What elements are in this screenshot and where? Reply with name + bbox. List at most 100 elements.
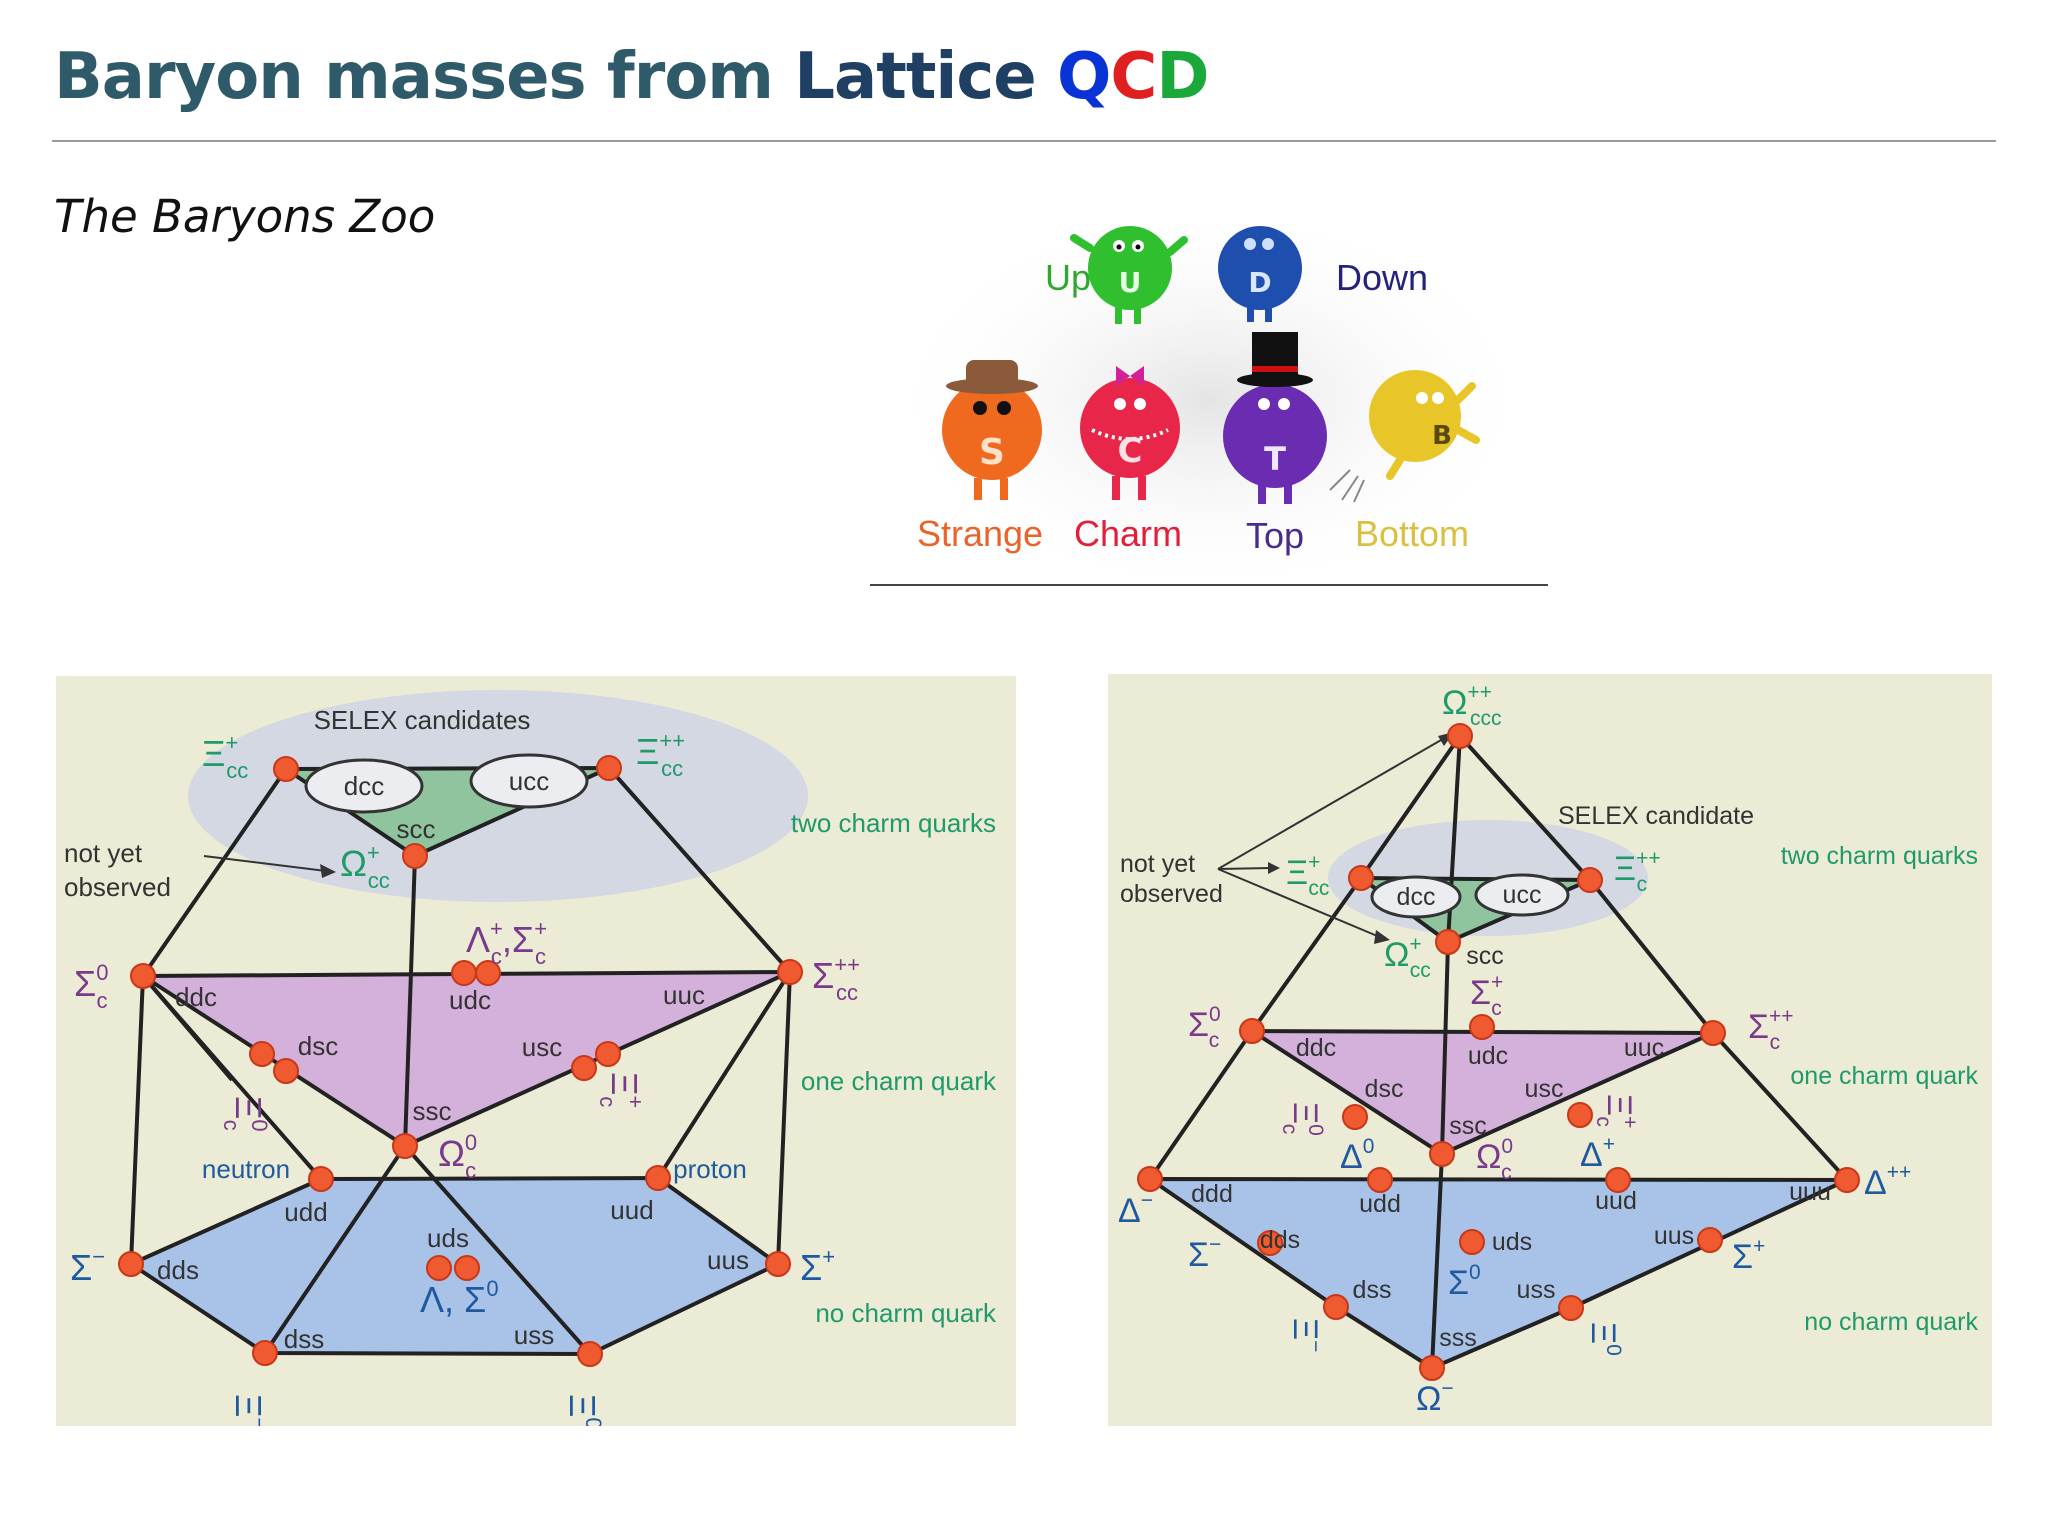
right-delta-plus: Δ+: [1580, 1133, 1615, 1174]
left-q-uud: uud: [610, 1195, 653, 1225]
right-q-ddd: ddd: [1191, 1180, 1233, 1208]
left-q-ssc: ssc: [413, 1096, 452, 1126]
bottom-quark-character: B: [1329, 370, 1480, 503]
right-xi-c0: Ξ0c: [1278, 1102, 1327, 1136]
left-not-yet-1: not yet: [64, 838, 143, 868]
right-not-yet-arrows: [1217, 735, 1449, 939]
right-sigma-plus: Σ+: [1732, 1235, 1765, 1276]
right-ucc-ellipse: [1474, 873, 1570, 917]
left-nodes: [118, 755, 803, 1367]
right-q-dsc: dsc: [1365, 1075, 1404, 1103]
right-sigma-c-plus: Σ+c: [1470, 971, 1503, 1020]
left-q-dds: dds: [157, 1255, 199, 1285]
left-edges: [129, 766, 792, 1356]
right-q-uss: uss: [1517, 1276, 1556, 1304]
up-letter: U: [1119, 266, 1142, 299]
right-xi-minus: Ξ−: [1286, 1318, 1327, 1352]
left-ucc-ellipse: [469, 753, 589, 809]
right-one-charm-label: one charm quark: [1790, 1062, 1978, 1090]
right-q-udd: udd: [1359, 1190, 1401, 1218]
right-sigma-minus: Σ−: [1188, 1233, 1221, 1274]
left-q-uuc: uuc: [663, 980, 705, 1010]
down-label: Down: [1336, 257, 1428, 298]
left-xi-c-plus: Ξ+c: [595, 1072, 648, 1108]
right-q-uus: uus: [1654, 1222, 1694, 1250]
left-two-charm-label: two charm quarks: [791, 808, 996, 838]
left-q-uds: uds: [427, 1223, 469, 1253]
right-delta-minus: Δ−: [1118, 1189, 1153, 1230]
right-xi-c-plus: Ξ+c: [1592, 1094, 1641, 1128]
quark-characters-illustration: U Up D Down S Strange C Charm T Top: [880, 200, 1540, 590]
left-q-udc: udc: [449, 985, 491, 1015]
left-selex-label: SELEX candidates: [314, 705, 531, 735]
left-not-yet-2: observed: [64, 872, 171, 902]
left-q-scc: scc: [397, 814, 436, 844]
title-c: C: [1110, 40, 1157, 114]
charm-quark-character: C: [1080, 366, 1180, 500]
left-xi-minus: Ξ−: [228, 1394, 272, 1426]
left-one-charm-label: one charm quark: [801, 1066, 997, 1096]
left-q-dsc: dsc: [298, 1031, 338, 1061]
right-q-uud: uud: [1595, 1187, 1637, 1215]
right-omega-cc-plus: Ω+cc: [1384, 933, 1431, 982]
left-sigma-minus: Σ−: [70, 1244, 105, 1288]
top-quark-character: T: [1223, 332, 1327, 504]
subtitle: The Baryons Zoo: [54, 190, 436, 243]
right-xi-zero: Ξ0: [1584, 1322, 1625, 1356]
illustration-underline: [870, 584, 1548, 586]
left-no-charm-label: no charm quark: [815, 1298, 997, 1328]
left-sigma-cc-plusplus: Σ++cc: [812, 952, 860, 1005]
left-lambda-sigma-c: Λ+c,Σ+c: [466, 916, 547, 969]
left-lambda-sigma0: Λ, Σ0: [420, 1276, 499, 1320]
left-proton-label: proton: [673, 1154, 747, 1184]
left-dcc-ellipse: [304, 758, 424, 814]
baryon-pyramid-diagram: SELEX candidate not yet observed dcc ucc…: [1108, 674, 1992, 1426]
title-q: Q: [1056, 40, 1111, 114]
right-q-ucc: ucc: [1503, 881, 1542, 909]
up-label: Up: [1045, 257, 1091, 298]
left-not-yet-arrow: [203, 855, 327, 872]
right-sigma-c-plusplus: Σ++c: [1748, 1005, 1794, 1054]
right-q-dds: dds: [1260, 1226, 1300, 1254]
left-q-dss: dss: [284, 1324, 324, 1354]
top-label: Top: [1246, 515, 1304, 556]
left-q-usc: usc: [522, 1032, 562, 1062]
right-edges: [1148, 734, 1849, 1369]
title-rule: [52, 140, 1996, 142]
right-q-ssc: ssc: [1449, 1112, 1487, 1140]
left-q-ucc: ucc: [509, 766, 549, 796]
right-q-uuc: uuc: [1624, 1034, 1664, 1062]
left-q-uus: uus: [707, 1245, 749, 1275]
right-dcc-ellipse: [1370, 875, 1462, 919]
bottom-label: Bottom: [1355, 513, 1469, 554]
title-d: D: [1156, 40, 1209, 114]
right-omega-minus: Ω−: [1416, 1377, 1454, 1418]
left-xi-c0: Ξ0c: [219, 1096, 272, 1132]
left-q-ddc: ddc: [175, 982, 217, 1012]
left-omega-cc-plus: Ω+cc: [340, 840, 390, 893]
right-no-charm-label: no charm quark: [1804, 1308, 1978, 1336]
right-q-usc: usc: [1525, 1075, 1564, 1103]
strange-label: Strange: [917, 513, 1043, 554]
charmed-baryon-multiplet-diagram: SELEX candidates not yet observed dcc uc…: [56, 676, 1016, 1426]
right-q-ddc: ddc: [1296, 1034, 1336, 1062]
right-q-uds: uds: [1492, 1228, 1532, 1256]
right-xi-cc-plus: Ξ+cc: [1286, 851, 1329, 900]
up-quark-character: U: [1070, 226, 1188, 324]
right-not-yet-2: observed: [1120, 880, 1223, 908]
right-sigma-0: Σ0: [1448, 1261, 1481, 1302]
right-nodes: [1137, 723, 1860, 1381]
page-title: Baryon masses from Lattice QCD: [54, 40, 1209, 114]
right-delta-plusplus: Δ++: [1864, 1161, 1911, 1202]
left-q-udd: udd: [284, 1197, 327, 1227]
left-sigma-plus: Σ+: [800, 1244, 835, 1288]
down-quark-character: D: [1218, 226, 1302, 322]
right-q-sss: sss: [1439, 1324, 1477, 1352]
right-q-scc: scc: [1466, 942, 1504, 970]
right-no-charm-polygon: [1143, 1176, 1848, 1371]
down-letter: D: [1248, 266, 1271, 299]
top-letter: T: [1264, 440, 1286, 478]
